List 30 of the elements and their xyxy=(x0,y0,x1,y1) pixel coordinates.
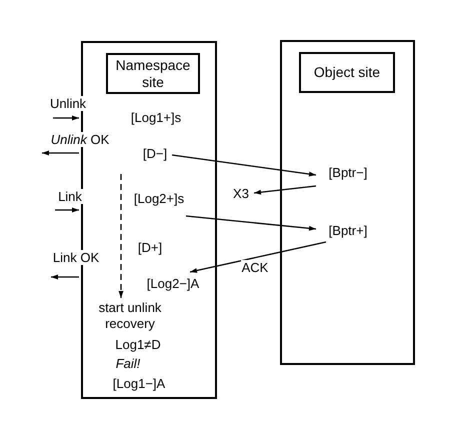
edge-label: Link OK xyxy=(52,250,100,265)
edge-label: Unlink OK xyxy=(50,132,110,147)
message-state: [Bptr−] xyxy=(320,164,376,182)
edge-label: Link xyxy=(57,189,83,204)
message-state: X3 xyxy=(230,185,252,203)
arrow xyxy=(42,150,79,156)
arrow xyxy=(172,154,316,176)
message-state: [Bptr+] xyxy=(320,222,376,240)
state-label: [D+] xyxy=(136,240,164,256)
site-title: Namespace site xyxy=(114,57,192,90)
note-text: Fail! xyxy=(114,356,142,372)
site-header-box xyxy=(106,53,200,94)
state-label: Log1≠D xyxy=(114,337,162,353)
arrow xyxy=(186,215,316,231)
arrow xyxy=(55,208,79,212)
message-state: [D−] xyxy=(138,145,172,163)
note-text: start unlink recovery xyxy=(98,300,162,332)
site-title: Object site xyxy=(314,64,380,81)
site-column xyxy=(280,40,415,365)
arrow xyxy=(254,185,316,195)
state-label: [Log1+]s xyxy=(130,110,182,126)
message-state: [Log2+]s xyxy=(132,190,186,208)
state-label: [Log1−]A xyxy=(112,376,166,392)
arrow xyxy=(190,241,326,273)
site-header-box xyxy=(299,52,395,93)
edge-label: ACK xyxy=(240,260,270,275)
message-state: [Log2−]A xyxy=(144,275,202,293)
arrow xyxy=(53,116,79,120)
edge-label: Unlink xyxy=(48,96,88,111)
arrow xyxy=(51,274,79,280)
